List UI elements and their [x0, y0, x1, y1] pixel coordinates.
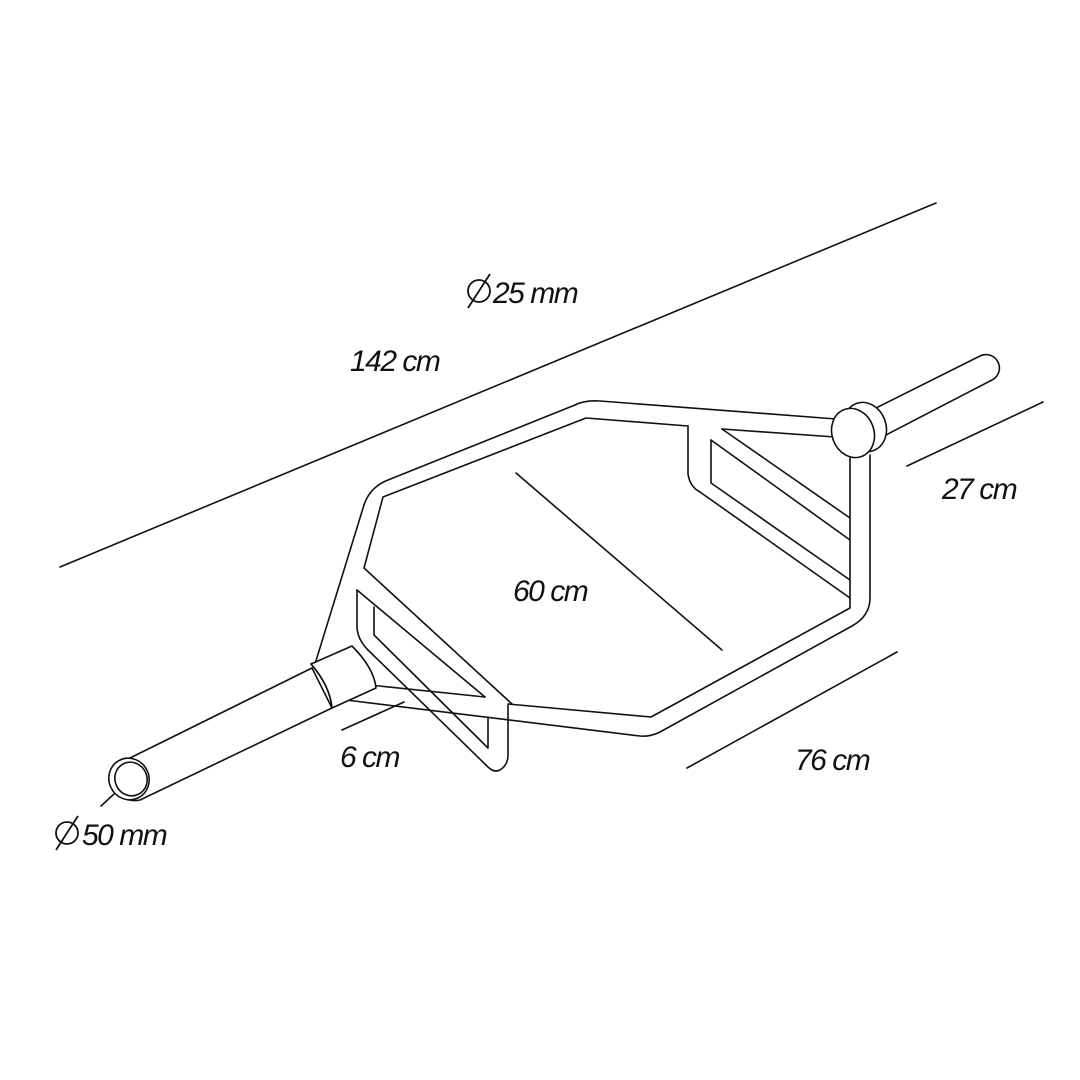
- handle-height-label: 27 cm: [941, 473, 1017, 506]
- back-handle-inner: [710, 439, 851, 581]
- right-collar-front: [830, 407, 876, 459]
- front-handle-grip: [356, 589, 486, 698]
- frame-inner-back-left: [363, 417, 689, 705]
- right-sleeve: [873, 353, 1001, 437]
- front-handle-inner: [373, 606, 489, 749]
- frame-length-dimension-line: [686, 651, 898, 769]
- diameter-symbol-icon: [467, 273, 491, 309]
- back-handle-top: [721, 428, 851, 519]
- frame-length-label: 76 cm: [795, 744, 870, 777]
- inner-width-label: 60 cm: [513, 575, 588, 608]
- front-handle-outer: [356, 589, 509, 772]
- diameter-symbol-icon: [55, 815, 79, 851]
- sleeve-diameter-label: 50 mm: [55, 815, 168, 852]
- left-sleeve-end-inner: [114, 761, 148, 797]
- height-dimension-line: [906, 401, 1044, 467]
- bar-diameter-label: 25 mm: [467, 273, 579, 310]
- frame-outer-back: [314, 400, 837, 665]
- left-collar-curve: [310, 663, 333, 709]
- frame-outer-front: [345, 454, 871, 737]
- sleeve-diameter-text: 50 mm: [82, 819, 167, 852]
- frame-inner-front-left: [369, 684, 486, 698]
- inner-width-dimension-line: [515, 472, 723, 651]
- gap-dimension-line: [341, 701, 405, 731]
- overall-length-label: 142 cm: [350, 345, 440, 378]
- back-handle-outer: [687, 425, 851, 599]
- length-dimension-line: [59, 202, 937, 568]
- sleeve-gap-label: 6 cm: [340, 741, 400, 774]
- bar-diameter-text: 25 mm: [492, 277, 578, 310]
- frame-inner-front-right: [507, 457, 851, 718]
- back-handle-grip: [710, 439, 851, 541]
- frame-inner-back-right: [721, 428, 836, 438]
